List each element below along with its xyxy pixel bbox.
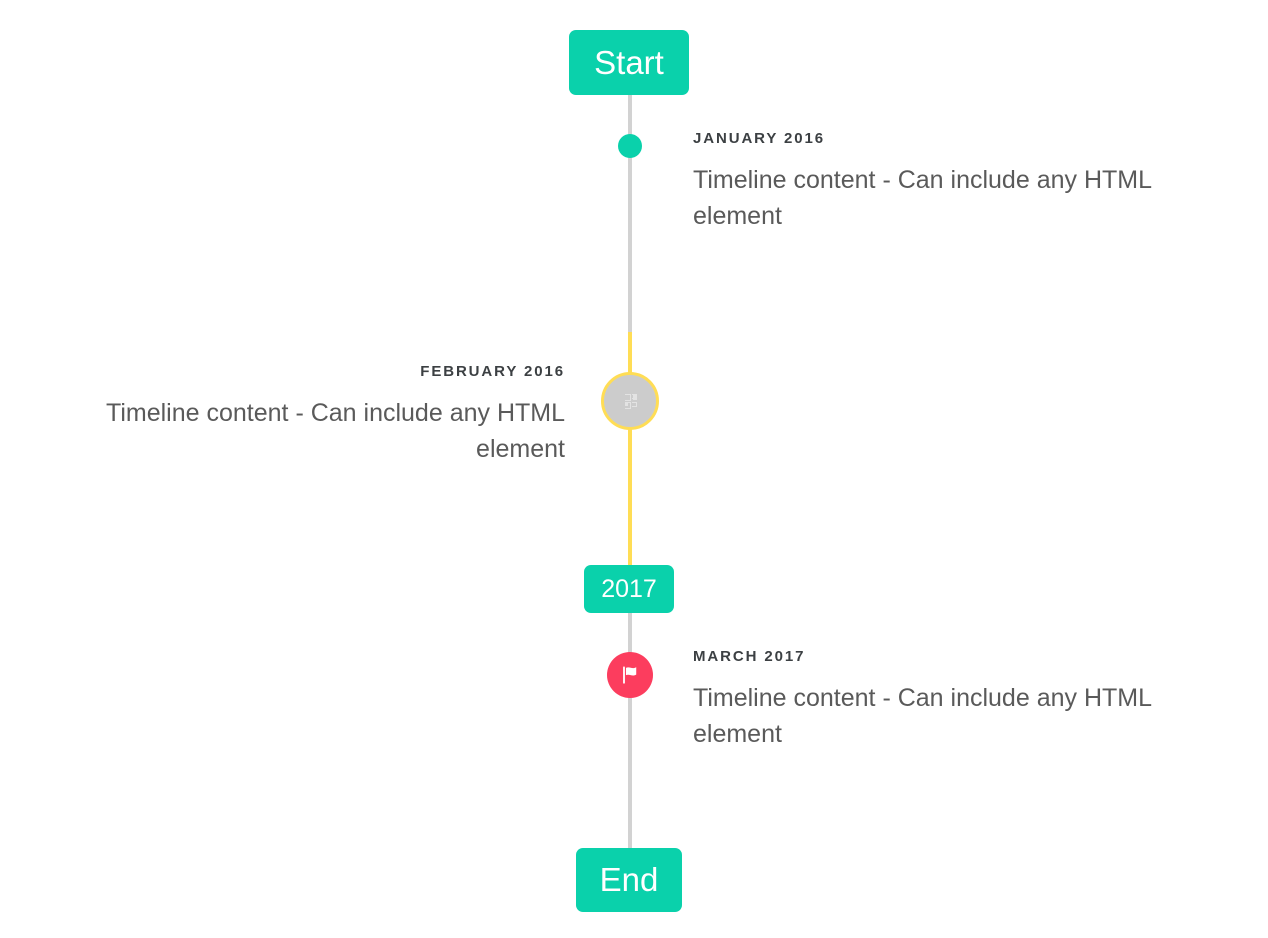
timeline-event-text-march: Timeline content - Can include any HTML … (693, 684, 1152, 748)
timeline-event-february: FEBRUARY 2016 Timeline content - Can inc… (35, 363, 565, 467)
flag-icon (623, 666, 637, 684)
timeline-event-date-january: JANUARY 2016 (693, 130, 826, 147)
timeline-event-text-february: Timeline content - Can include any HTML … (106, 399, 565, 463)
timeline-start-badge-label: Start (594, 43, 664, 81)
timeline-event-date-march: MARCH 2017 (693, 648, 806, 665)
timeline-start-badge[interactable]: Start (569, 30, 689, 95)
timeline-marker-march[interactable] (607, 652, 653, 698)
timeline-year-badge-label: 2017 (601, 574, 657, 603)
missing-glyph-icon (623, 393, 638, 409)
timeline-marker-february[interactable] (601, 372, 659, 430)
timeline-event-march: MARCH 2017 Timeline content - Can includ… (693, 648, 1233, 752)
timeline-axis-lower (628, 613, 632, 853)
timeline-end-badge[interactable]: End (576, 848, 682, 912)
timeline-event-january: JANUARY 2016 Timeline content - Can incl… (693, 130, 1233, 234)
timeline-axis-highlight (628, 332, 632, 566)
timeline-end-badge-label: End (599, 861, 659, 898)
timeline-event-text-january: Timeline content - Can include any HTML … (693, 166, 1152, 230)
timeline-axis-upper (628, 94, 632, 334)
timeline-year-badge[interactable]: 2017 (584, 565, 674, 613)
timeline-marker-january[interactable] (618, 134, 642, 158)
timeline-event-date-february: FEBRUARY 2016 (420, 363, 565, 380)
